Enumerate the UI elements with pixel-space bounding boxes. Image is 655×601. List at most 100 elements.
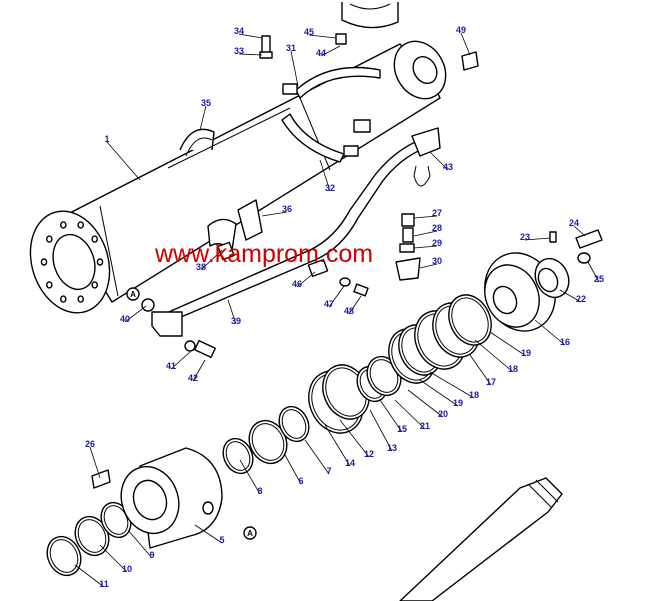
- clamp-band: [281, 66, 381, 163]
- part-number-label: 16: [560, 337, 570, 347]
- part-number-label: 29: [432, 238, 442, 248]
- seal-ring-inner: [225, 441, 251, 471]
- part-number-label: 18: [508, 364, 518, 374]
- piston-rod: [399, 477, 563, 601]
- part-number-label: 48: [344, 306, 354, 316]
- mounting-bracket: [207, 199, 263, 261]
- piston-and-nut: [484, 252, 570, 332]
- part-number-label: 27: [432, 208, 442, 218]
- part-number-label: 35: [201, 98, 211, 108]
- part-number-label: 28: [432, 223, 442, 233]
- leader-line: [239, 459, 261, 495]
- bolt-hole: [77, 221, 84, 229]
- seal-ring-inner: [451, 297, 489, 343]
- bolt-hole: [60, 221, 67, 229]
- leader-line: [474, 339, 514, 373]
- leader-line: [407, 389, 444, 418]
- part-number-label: 42: [188, 373, 198, 383]
- leader-line: [573, 225, 586, 237]
- cylinder-barrel: [29, 40, 447, 314]
- part-number-label: 47: [324, 299, 334, 309]
- part-number-label: 43: [443, 162, 453, 172]
- part-number-label: 18: [469, 390, 479, 400]
- part-number-label: 46: [292, 279, 302, 289]
- leader-line: [369, 409, 393, 452]
- leader-line: [124, 305, 147, 323]
- leader-line: [192, 359, 206, 382]
- leader-line: [429, 371, 475, 399]
- leader-line: [339, 419, 370, 458]
- part-number-label: 12: [364, 449, 374, 459]
- part-number-label: 9: [149, 550, 154, 560]
- leader-line: [238, 33, 263, 39]
- leader-line: [429, 151, 449, 171]
- cylinder-head-gland: [91, 447, 223, 549]
- ref-marker-letter: A: [130, 290, 136, 299]
- seal-ring-inner: [77, 519, 107, 553]
- part-number-label: 32: [325, 183, 335, 193]
- part-number-label: 24: [569, 218, 579, 228]
- part-number-label: 19: [453, 398, 463, 408]
- part-numbers: 1567891011121314151617181819192021222324…: [85, 25, 604, 589]
- watermark-text: www.kamprom.com: [154, 240, 373, 268]
- part-number-label: 44: [316, 48, 326, 58]
- seal-ring: [46, 535, 82, 577]
- leader-line: [460, 32, 471, 56]
- bolt-hole: [96, 258, 104, 266]
- part-number-label: 40: [120, 314, 130, 324]
- hydraulic-pipes: [151, 107, 441, 337]
- part-number-label: 22: [576, 294, 586, 304]
- part-number-label: 49: [456, 25, 466, 35]
- part-number-label: 30: [432, 256, 442, 266]
- leader-line: [284, 454, 302, 485]
- reference-markers: AA: [126, 287, 257, 540]
- bolt-hole: [46, 281, 53, 289]
- leader-line: [304, 439, 330, 475]
- part-number-label: 15: [397, 424, 407, 434]
- pipe-clip: [179, 128, 215, 157]
- top-bushing: [341, 2, 399, 29]
- bolt-hole: [46, 235, 53, 243]
- leader-line: [489, 331, 527, 357]
- part-number-label: 6: [298, 476, 303, 486]
- leader-line: [348, 295, 362, 315]
- part-number-label: 13: [387, 443, 397, 453]
- leader-line: [413, 215, 438, 219]
- leader-line: [194, 524, 223, 544]
- part-number-label: 41: [166, 361, 176, 371]
- part-number-label: 23: [520, 232, 530, 242]
- leader-line: [261, 211, 288, 217]
- part-number-label: 5: [219, 535, 224, 545]
- leader-line: [99, 544, 128, 573]
- leader-line: [127, 529, 153, 559]
- small-fittings: [141, 33, 603, 359]
- leader-line: [238, 53, 263, 56]
- leader-line: [296, 271, 316, 288]
- flange-bolt-holes: [40, 221, 104, 303]
- bolt-hole: [60, 295, 67, 303]
- leader-line: [324, 424, 351, 467]
- part-number-label: 26: [85, 439, 95, 449]
- ref-marker-letter: A: [247, 529, 253, 538]
- leader-line: [419, 379, 459, 407]
- leader-line: [74, 564, 105, 588]
- seal-ring-inner: [251, 423, 285, 461]
- leader-line: [328, 285, 345, 308]
- leader-line: [379, 399, 403, 433]
- part-number-label: 17: [486, 377, 496, 387]
- leader-line: [170, 351, 191, 370]
- part-number-label: 7: [326, 466, 331, 476]
- bolt-hole: [91, 235, 98, 243]
- part-number-label: 10: [122, 564, 132, 574]
- leader-line: [559, 289, 582, 303]
- part-number-label: 39: [231, 316, 241, 326]
- leader-lines: [74, 32, 600, 588]
- part-number-label: 19: [521, 348, 531, 358]
- part-number-label: 14: [345, 458, 355, 468]
- leader-line: [200, 249, 223, 271]
- leader-line: [89, 446, 101, 479]
- ref-marker-circle: [243, 526, 257, 540]
- seal-ring-stack: [46, 294, 492, 577]
